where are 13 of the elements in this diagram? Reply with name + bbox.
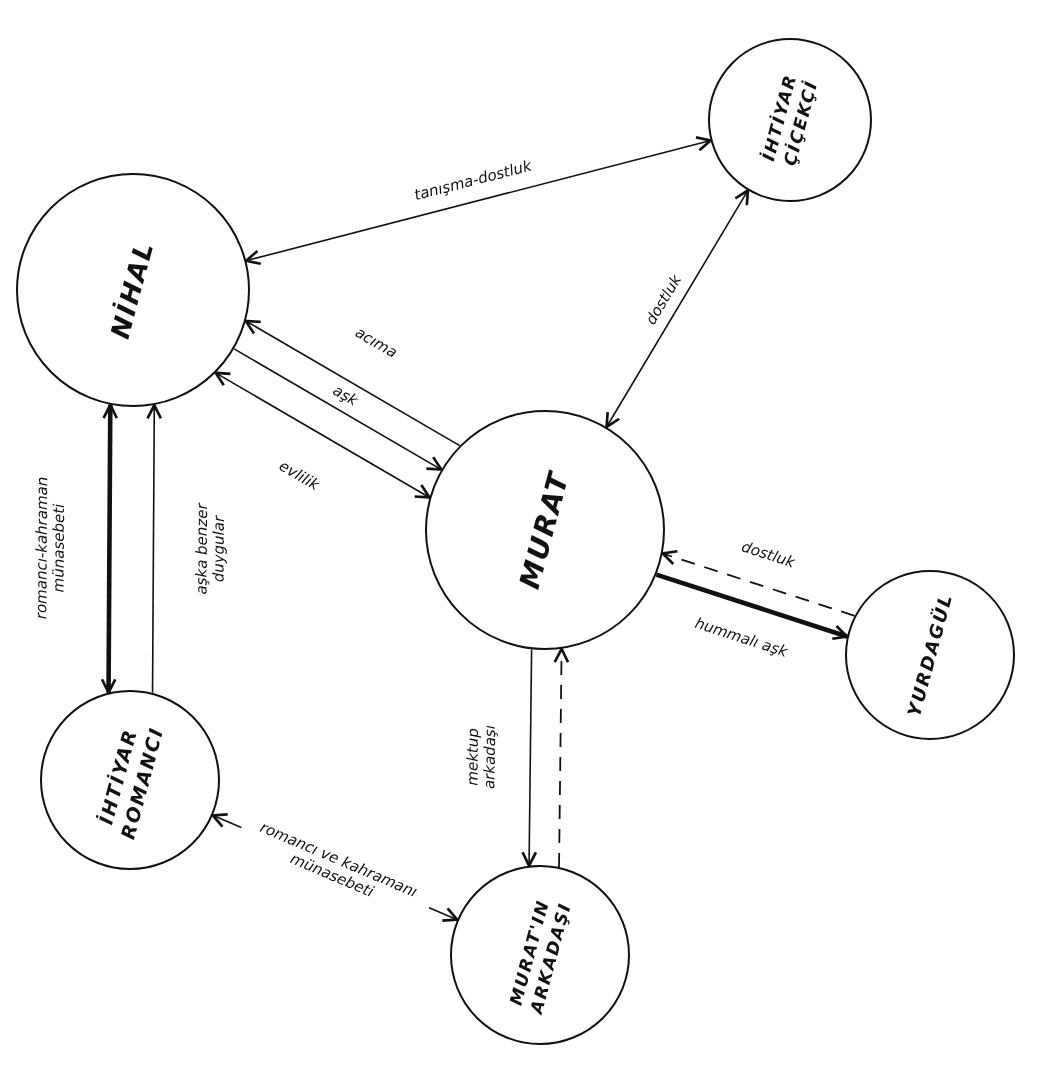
node-label: MURAT <box>511 466 577 595</box>
arrow <box>521 648 538 867</box>
arrow <box>244 319 461 447</box>
arrow <box>214 371 431 499</box>
arrow <box>146 403 163 694</box>
arrow <box>553 647 570 868</box>
arrow <box>661 549 856 617</box>
arrow <box>655 572 849 641</box>
arrow <box>605 189 750 429</box>
arrow <box>233 348 443 471</box>
arrow <box>100 403 119 694</box>
node-label: NİHAL <box>103 236 161 344</box>
arrow <box>244 136 712 266</box>
